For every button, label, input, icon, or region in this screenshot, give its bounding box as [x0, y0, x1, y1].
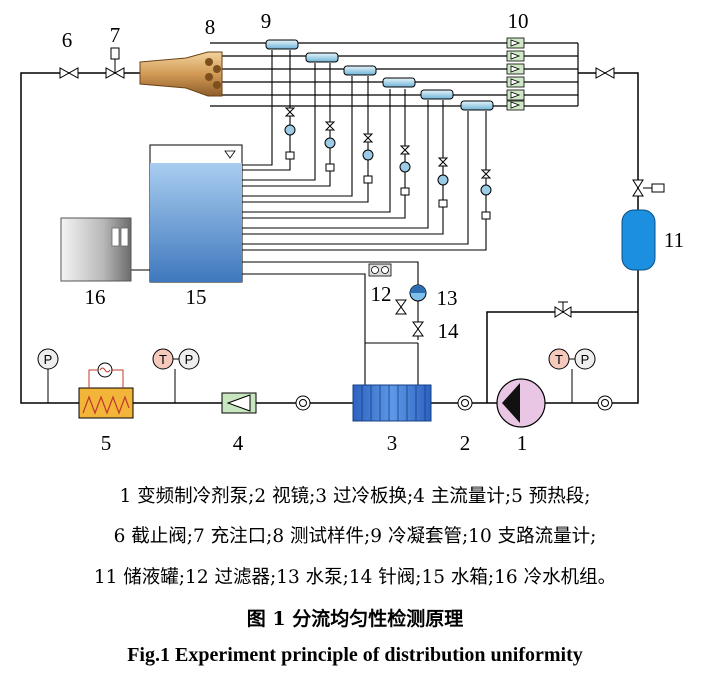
svg-text:P: P	[581, 352, 590, 367]
cooling-water-lines	[131, 50, 487, 385]
sight-glasses	[295, 395, 613, 411]
subcooler-plate-hx	[352, 384, 432, 422]
label-4: 4	[233, 431, 244, 455]
chiller	[60, 217, 132, 282]
svg-text:P: P	[44, 352, 53, 367]
figure-caption-cn: 图 1 分流均匀性检测原理	[246, 608, 464, 630]
charging-port	[105, 47, 125, 79]
label-15: 15	[186, 285, 207, 309]
label-11: 11	[664, 228, 684, 252]
branch-valve-1	[284, 107, 296, 160]
preheater	[78, 362, 134, 419]
jacket-1	[265, 39, 299, 50]
branch-valves	[284, 107, 492, 220]
valve-receiver-inlet	[632, 179, 665, 197]
refrigerant-pump	[496, 378, 546, 428]
gauges	[47, 369, 573, 403]
valve-right-top	[595, 67, 615, 79]
branch-valve-4	[399, 145, 411, 196]
svg-text:T: T	[555, 352, 563, 367]
gauge-temperature-preheater-out: T P	[152, 348, 200, 370]
branch-valve-5	[437, 157, 449, 208]
test-sample	[139, 51, 223, 97]
main-loop-piping	[20, 72, 639, 404]
label-3: 3	[387, 431, 398, 455]
bypass-valve	[554, 301, 572, 318]
gauge-temperature-pump-out: T P	[548, 348, 596, 370]
main-flowmeter	[221, 392, 257, 414]
svg-text:P: P	[185, 352, 194, 367]
legend-line-2: 6 截止阀;7 充注口;8 测试样件;9 冷凝套管;10 支路流量计;	[113, 526, 597, 547]
label-10: 10	[508, 9, 529, 33]
jacket-6	[460, 100, 494, 111]
needle-valve	[395, 299, 424, 337]
branch-valve-2	[324, 121, 336, 172]
jacket-5	[420, 89, 454, 100]
label-14: 14	[438, 319, 460, 343]
jacket-2	[305, 52, 339, 63]
figure-caption-en: Fig.1 Experiment principle of distributi…	[127, 644, 583, 666]
label-9: 9	[261, 9, 272, 33]
shutoff-valve	[59, 67, 79, 79]
legend-line-1: 1 变频制冷剂泵;2 视镜;3 过冷板换;4 主流量计;5 预热段;	[119, 486, 591, 507]
filter	[368, 263, 392, 277]
label-8: 8	[205, 15, 216, 39]
legend-line-3: 11 储液罐;12 过滤器;13 水泵;14 针阀;15 水箱;16 冷水机组。	[93, 567, 617, 588]
label-6: 6	[62, 28, 73, 52]
label-16: 16	[85, 285, 106, 309]
water-pump	[409, 284, 427, 302]
branch-flowmeters	[506, 37, 525, 111]
gauge-pressure-preheater: P	[37, 348, 59, 370]
label-12: 12	[371, 282, 392, 306]
label-2: 2	[460, 431, 471, 455]
water-tank	[149, 144, 243, 283]
jacket-4	[382, 77, 416, 88]
branch-valve-6	[480, 169, 492, 220]
label-13: 13	[437, 286, 458, 310]
jacket-3	[343, 65, 377, 76]
branch-valve-3	[362, 133, 374, 184]
label-5: 5	[101, 431, 112, 455]
diagram: P T P T P 1 2 3 4 5 6 7 8 9 10 11 12 13 …	[20, 9, 684, 455]
receiver-tank	[621, 209, 656, 271]
label-1: 1	[517, 431, 528, 455]
label-7: 7	[110, 23, 121, 47]
svg-text:T: T	[159, 352, 167, 367]
condensing-jackets	[265, 39, 494, 111]
